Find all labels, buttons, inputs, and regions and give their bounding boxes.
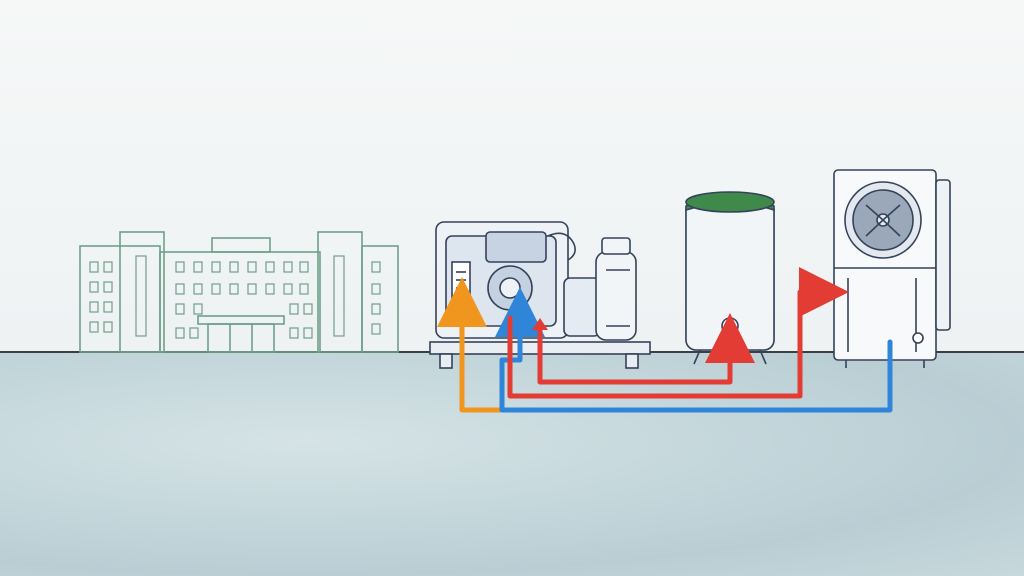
flow-red-to-tank-arrow — [537, 313, 755, 385]
flow-blue-arrow — [495, 287, 893, 413]
outdoor-heat-pump-icon — [833, 169, 951, 368]
flow-orange-arrow — [437, 277, 503, 413]
flow-red-to-heatpump-arrow — [507, 267, 849, 399]
building-icon — [79, 231, 399, 353]
hot-water-tank-icon — [685, 191, 775, 365]
flow-red-small-arrowhead — [532, 318, 548, 330]
